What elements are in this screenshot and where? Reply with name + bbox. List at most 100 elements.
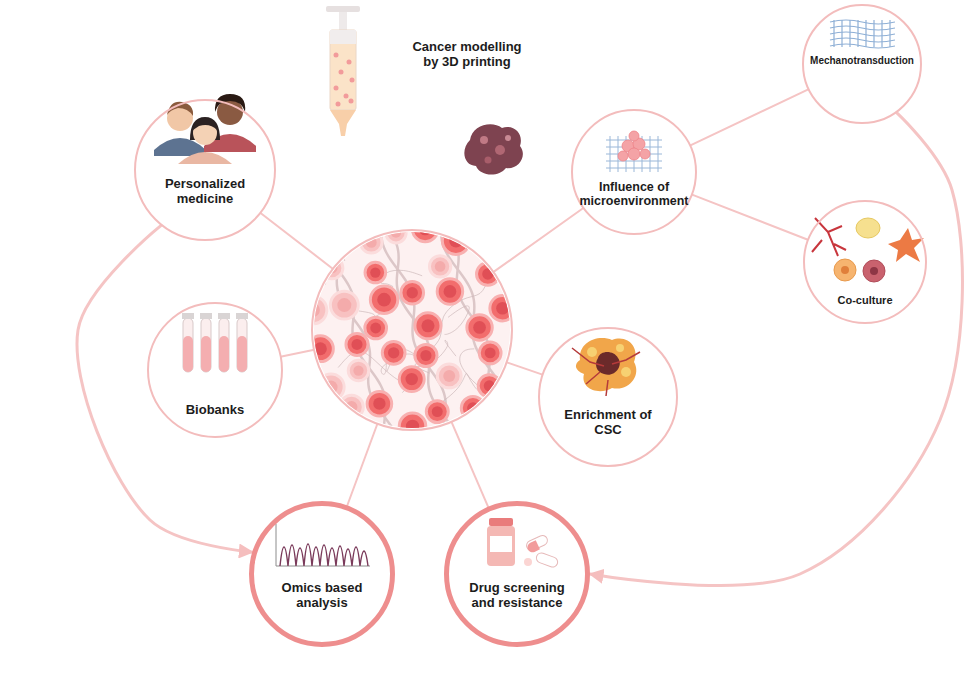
hub-fill <box>365 262 386 283</box>
coculture-illustration <box>812 218 846 256</box>
hub-fill <box>386 223 406 243</box>
hub-fill <box>399 413 426 440</box>
hub-fill <box>370 286 397 313</box>
syringe-illustration <box>326 6 360 12</box>
mesh-illustration <box>830 44 895 48</box>
hub-fill <box>415 313 441 339</box>
test-tube-illustration <box>201 318 211 372</box>
hub-fill <box>365 317 387 339</box>
hub-fill <box>478 375 500 397</box>
hub-fill <box>437 364 461 388</box>
mesh-illustration <box>830 26 895 30</box>
hub-heading: Cancer modelling by 3D printing <box>405 40 530 70</box>
hub-fill <box>351 339 362 350</box>
hub-fill <box>367 391 392 416</box>
syringe-illustration <box>350 78 355 83</box>
hub-fill <box>443 370 455 382</box>
drug-illustration <box>524 558 532 566</box>
hub-fill <box>366 237 377 248</box>
hub-fill <box>373 398 385 410</box>
hub-fill <box>426 401 448 423</box>
tumor-illustration <box>505 135 511 141</box>
hub-fill <box>382 341 405 364</box>
hub-fill <box>415 344 437 366</box>
label-group: Biobanks <box>186 403 245 418</box>
hub-fill <box>340 395 363 418</box>
connector-line <box>261 213 332 268</box>
hub-fill <box>441 220 506 440</box>
mesh-illustration <box>830 20 895 24</box>
node-label: Co-culture <box>838 294 893 307</box>
hub-fill <box>442 227 469 254</box>
hub-fill <box>346 333 368 355</box>
mesh-illustration <box>830 38 895 42</box>
hub-fill <box>299 216 515 440</box>
hub-fill <box>478 375 500 397</box>
hub-fill <box>399 367 424 392</box>
connector-line <box>452 423 488 507</box>
people-illustration <box>215 94 245 112</box>
node-label: Mechanotransduction <box>810 55 914 67</box>
test-tube-illustration <box>182 313 194 319</box>
curved-arrow <box>77 226 252 553</box>
hub-fill <box>353 365 363 375</box>
people-illustration <box>178 152 232 164</box>
hub-fill <box>421 319 434 332</box>
connector-line <box>282 350 313 356</box>
subtopic-circle: Mechanotransduction <box>802 4 922 124</box>
test-tube-illustration <box>200 313 212 319</box>
test-tube-illustration <box>237 318 247 372</box>
hub-fill <box>318 374 344 400</box>
syringe-illustration <box>339 12 347 32</box>
hub-fill <box>467 315 492 340</box>
hub-fill <box>405 373 417 385</box>
hub-fill <box>444 285 457 298</box>
hub-fill <box>407 287 418 298</box>
tumor-illustration <box>480 136 488 144</box>
coculture-illustration <box>888 228 924 262</box>
node-label: Influence of microenvironment <box>573 180 695 209</box>
hub-fill <box>318 374 344 400</box>
hub-fill <box>367 391 392 416</box>
hub-fill <box>399 367 424 392</box>
topic-circle: Influence of microenvironment <box>571 109 697 235</box>
hub-fill <box>485 347 496 358</box>
csc-illustration <box>616 344 624 352</box>
hub-fill <box>429 256 450 277</box>
hub-fill <box>324 380 337 393</box>
hub-fill <box>377 293 391 307</box>
test-tube-illustration <box>183 336 193 372</box>
hub-fill <box>484 380 495 391</box>
hub-fill <box>314 342 327 355</box>
hub-fill <box>482 268 493 279</box>
hub-fill <box>437 279 462 304</box>
hub-fill <box>420 350 431 361</box>
syringe-illustration <box>326 6 360 136</box>
node-label: Drug screening and resistance <box>457 581 577 611</box>
tumor-illustration <box>464 124 523 174</box>
syringe-illustration <box>347 60 352 65</box>
drug-illustration <box>535 552 559 569</box>
topic-circle: Biobanks <box>147 302 283 438</box>
hub-fill <box>437 364 461 388</box>
people-illustration <box>154 94 256 164</box>
hub-fill <box>365 317 387 339</box>
hub-fill <box>370 323 381 334</box>
coculture-illustration <box>812 218 924 282</box>
hub-fill <box>437 279 462 304</box>
label-group: Omics based analysis <box>272 581 372 611</box>
outcome-circle: Drug screening and resistance <box>444 501 590 647</box>
syringe-illustration <box>344 94 349 99</box>
cell-cluster-illustration <box>628 148 640 160</box>
hub-fill <box>473 321 486 334</box>
csc-illustration <box>576 338 636 391</box>
syringe-illustration <box>330 110 356 136</box>
node-label: Enrichment of CSC <box>563 408 653 438</box>
node-label: Omics based analysis <box>272 581 372 611</box>
label-group: Drug screening and resistance <box>457 581 577 611</box>
syringe-illustration <box>334 86 339 91</box>
hub-fill <box>305 220 519 440</box>
hub-fill <box>467 315 492 340</box>
test-tube-illustration <box>219 318 229 372</box>
